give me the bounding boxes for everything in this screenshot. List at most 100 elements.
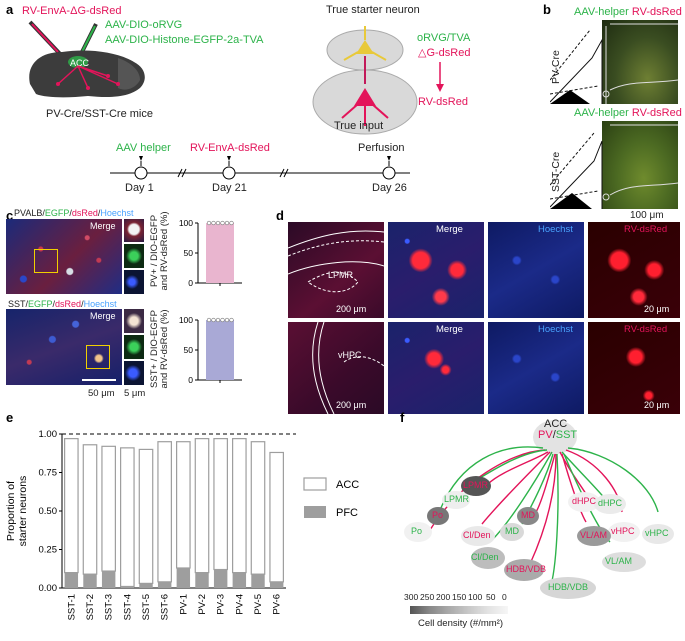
node-hdb-red: HDB/VDB [506,564,547,574]
mini-bar-point [224,317,230,323]
sst-cre-section-image [550,121,678,209]
timeline-day1: Day 1 [125,182,154,194]
bar-acc [64,438,79,574]
node-clden-red: Cl/Den [463,530,491,540]
bar-acc [250,441,266,575]
lpmr-hoechst-image: Hoechst [488,222,584,318]
sst-bar-ylabel: SST+ / DIO-EGFP and RV-dsRed (%) [149,309,170,389]
panel-b-header-2: AAV-helper RV-dsRed [574,107,682,119]
bar-acc [82,444,98,575]
bar-pfc [120,586,135,588]
node-md-green: MD [505,526,519,536]
bar-acc [176,441,191,569]
lpmr-rv-image: RV-dsRed 20 μm [588,222,680,318]
bar-pfc [251,574,265,588]
pv-merge-image: Merge [6,219,122,294]
mini-y-tick-label: 0 [188,278,193,288]
panel-b-letter: b [543,2,551,17]
pvalb-text: PVALB/ [14,208,45,218]
node-po-green: Po [411,526,423,536]
legend-tick-0: 300 [404,592,419,602]
legend-title: Cell density (#/mm²) [418,618,503,629]
mini-bar-point [215,317,221,323]
vhpc-label: vHPC [338,350,362,360]
y-tick-label: 0.25 [39,545,58,556]
mini-bar-point [220,220,225,226]
node-clden-green: Cl/Den [471,552,499,562]
network-center-pvsst: PV/SST [538,429,577,441]
network-center-acc: ACC [544,418,568,430]
sst-inset-blue [124,361,144,385]
starter-neuron-label: True starter neuron [326,4,420,16]
node-vlam-red: VL/AM [580,530,608,540]
y-tick-label: 1.00 [39,429,58,440]
d-rv-label-1: RV-dsRed [624,224,668,235]
sst-merge-image: Merge [6,309,122,385]
vhpc-hoechst-image: Hoechst [488,322,584,414]
timeline-axis [110,156,410,180]
lpmr-scale: 200 μm [336,304,367,314]
node-dhpc-green: dHPC [598,498,623,508]
node-md-red: MD [521,510,535,520]
vhpc-merge-image: Merge [388,322,484,414]
hoechst-text: Hoechst [100,208,134,218]
d-hoechst-label-2: Hoechst [538,324,573,335]
mini-bar-point [211,317,216,323]
panel-b-scale: 100 μm [630,210,664,221]
panel-c-scale-50: 50 μm [88,388,115,399]
rv-dsred-header-2: RV-dsRed [631,107,682,119]
x-tick-label: PV-2 [197,594,208,615]
pv-cre-row-label: PV-Cre [550,50,562,84]
panel-c-top-label: PVALB/EGFP/dsRed/Hoechst [14,208,133,218]
vhpc-scale: 200 μm [336,400,367,410]
rv-dsred-header: RV-dsRed [631,6,682,18]
true-input-label: True input [334,120,384,132]
sst-inset-green [124,335,144,359]
rv-dsred-label: RV-dsRed [418,96,468,108]
legend-acc-swatch [303,477,327,491]
orvg-tva-label: oRVG/TVA [417,32,471,44]
legend-tick-4: 100 [468,592,483,602]
egfp-text-2: EGFP [28,299,53,309]
legend-pfc-swatch [304,506,326,518]
mini-y-tick-label: 100 [179,315,193,325]
slash-1: / [69,208,72,218]
bar-acc [269,451,284,583]
legend-ticks: 300 250 200 150 100 50 0 [404,592,522,606]
vhpc-rv-image: RV-dsRed 20 μm [588,322,680,414]
center-sst: SST [555,429,578,441]
node-lpmr-red: LPMR [463,480,489,490]
x-tick-label: PV-1 [178,594,189,615]
x-tick-label: SST-5 [141,594,152,620]
bar-pfc [157,581,172,588]
mini-y-tick-label: 100 [179,218,193,228]
mini-y-tick-label: 50 [184,345,194,355]
x-tick-label: PV-4 [234,594,245,615]
bar-acc [120,447,135,588]
slash-4: / [81,299,84,309]
egfp-text: EGFP [44,208,70,218]
bar-pfc [269,581,284,588]
timeline-rv-envA: RV-EnvA-dsRed [190,142,270,154]
legend-tick-3: 150 [452,592,467,602]
sst-cre-row-label: SST-Cre [550,151,562,192]
panel-f-letter: f [400,410,405,425]
slash-3: / [52,299,56,309]
y-tick-label: 0.00 [39,583,58,594]
mini-bar [206,223,234,283]
x-tick-label: PV-6 [272,594,283,615]
node-vhpc-red: vHPC [611,526,635,536]
d-merge-label-2: Merge [436,324,463,335]
panel-d-letter: d [276,208,284,223]
mini-bar-point [211,220,216,226]
mouse-brain-illustration: ACC [28,20,145,98]
neuron-illustration [312,26,418,135]
panel-c-scale-5: 5 μm [124,388,146,399]
mini-bar-point [215,220,221,226]
bar-pfc [195,572,209,588]
mini-bar-point [206,317,212,323]
legend-pfc-label: PFC [336,507,358,519]
mini-bar-point [229,317,234,323]
pv-merge-label: Merge [90,221,116,231]
pv-inset-green [124,244,144,268]
